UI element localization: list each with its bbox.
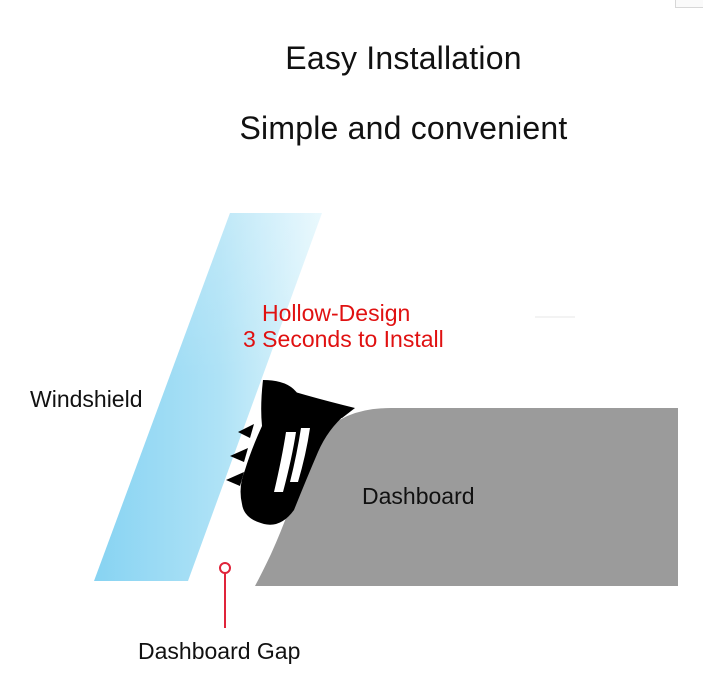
windshield-highlight [94, 213, 322, 581]
callout-line-1: Hollow-Design [262, 300, 411, 326]
dashboard-label: Dashboard [362, 483, 475, 509]
gap-marker [219, 562, 231, 628]
top-right-corner-mark [675, 0, 703, 8]
title: Easy Installation [285, 40, 522, 76]
dashboard-gap-label: Dashboard Gap [138, 638, 301, 664]
seal-hollow-slot-2 [290, 428, 310, 482]
seal-main-body [240, 380, 346, 525]
rubber-seal-strip [226, 380, 355, 525]
seal-left-fin-1 [238, 424, 254, 438]
dashboard-shape [255, 408, 678, 586]
gap-marker-circle [219, 562, 231, 574]
seal-left-fin-3 [226, 472, 244, 486]
subtitle: Simple and convenient [239, 110, 568, 146]
callout-line-2: 3 Seconds to Install [243, 326, 444, 352]
seal-left-fin-2 [230, 448, 248, 462]
seal-hollow-slot-1 [274, 432, 296, 492]
windshield-label: Windshield [30, 386, 143, 412]
